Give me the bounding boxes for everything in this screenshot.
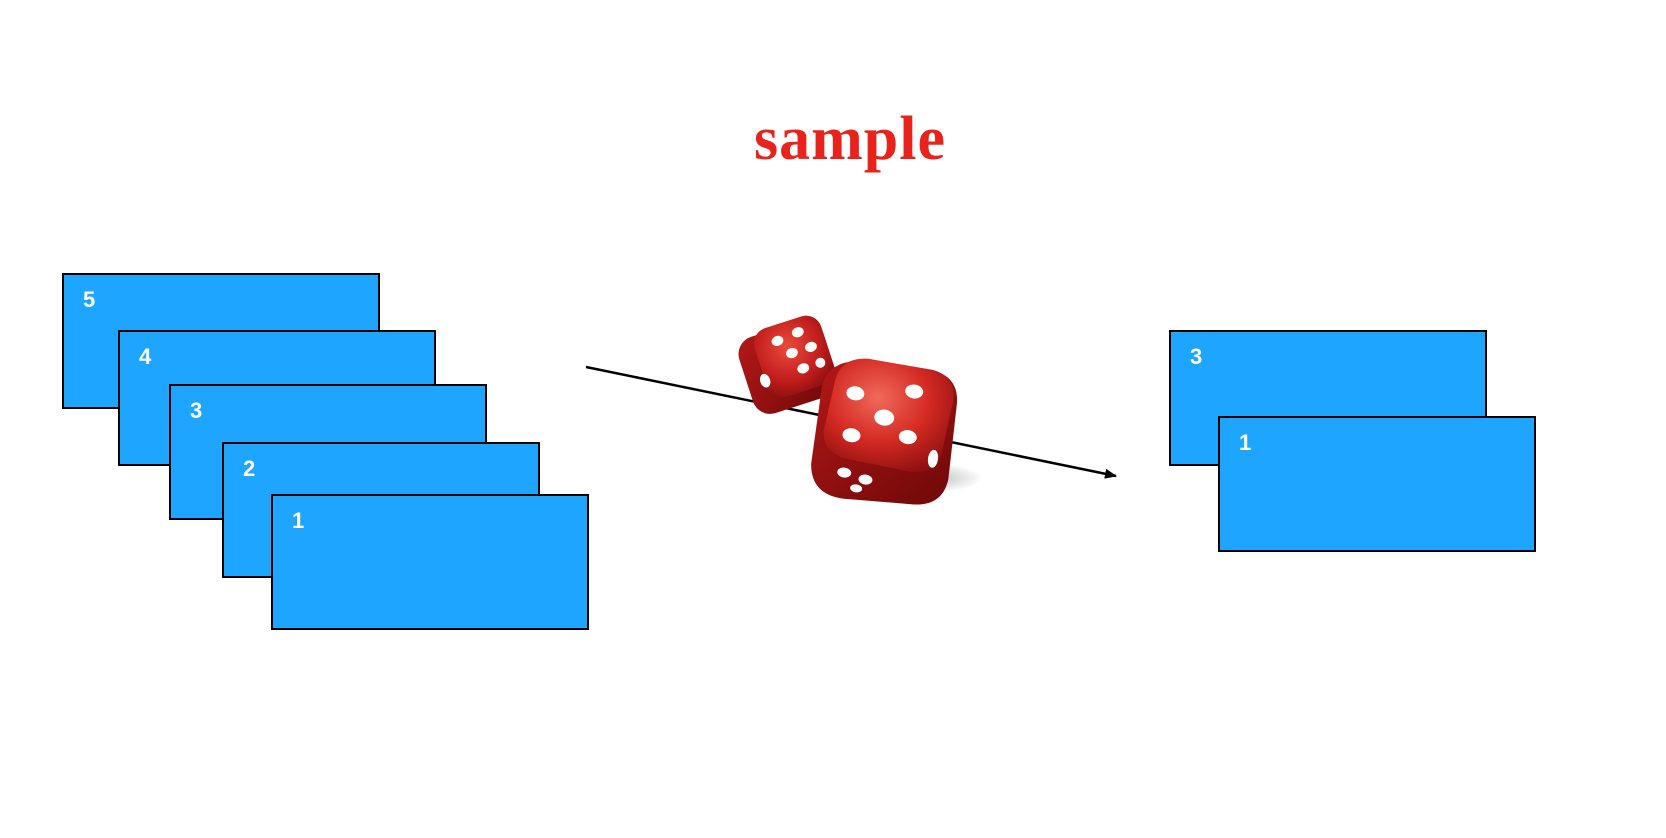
card-label: 5 <box>83 287 96 312</box>
dice-icon <box>738 315 984 505</box>
card-label: 3 <box>1190 344 1203 369</box>
card-label: 3 <box>190 398 203 423</box>
card-label: 1 <box>292 508 305 533</box>
sample-card: 1 <box>1218 416 1536 552</box>
card-label: 4 <box>139 344 152 369</box>
source-card: 1 <box>271 494 589 630</box>
card-label: 1 <box>1239 430 1252 455</box>
diagram-title: sample <box>754 105 946 173</box>
card-label: 2 <box>243 456 256 481</box>
